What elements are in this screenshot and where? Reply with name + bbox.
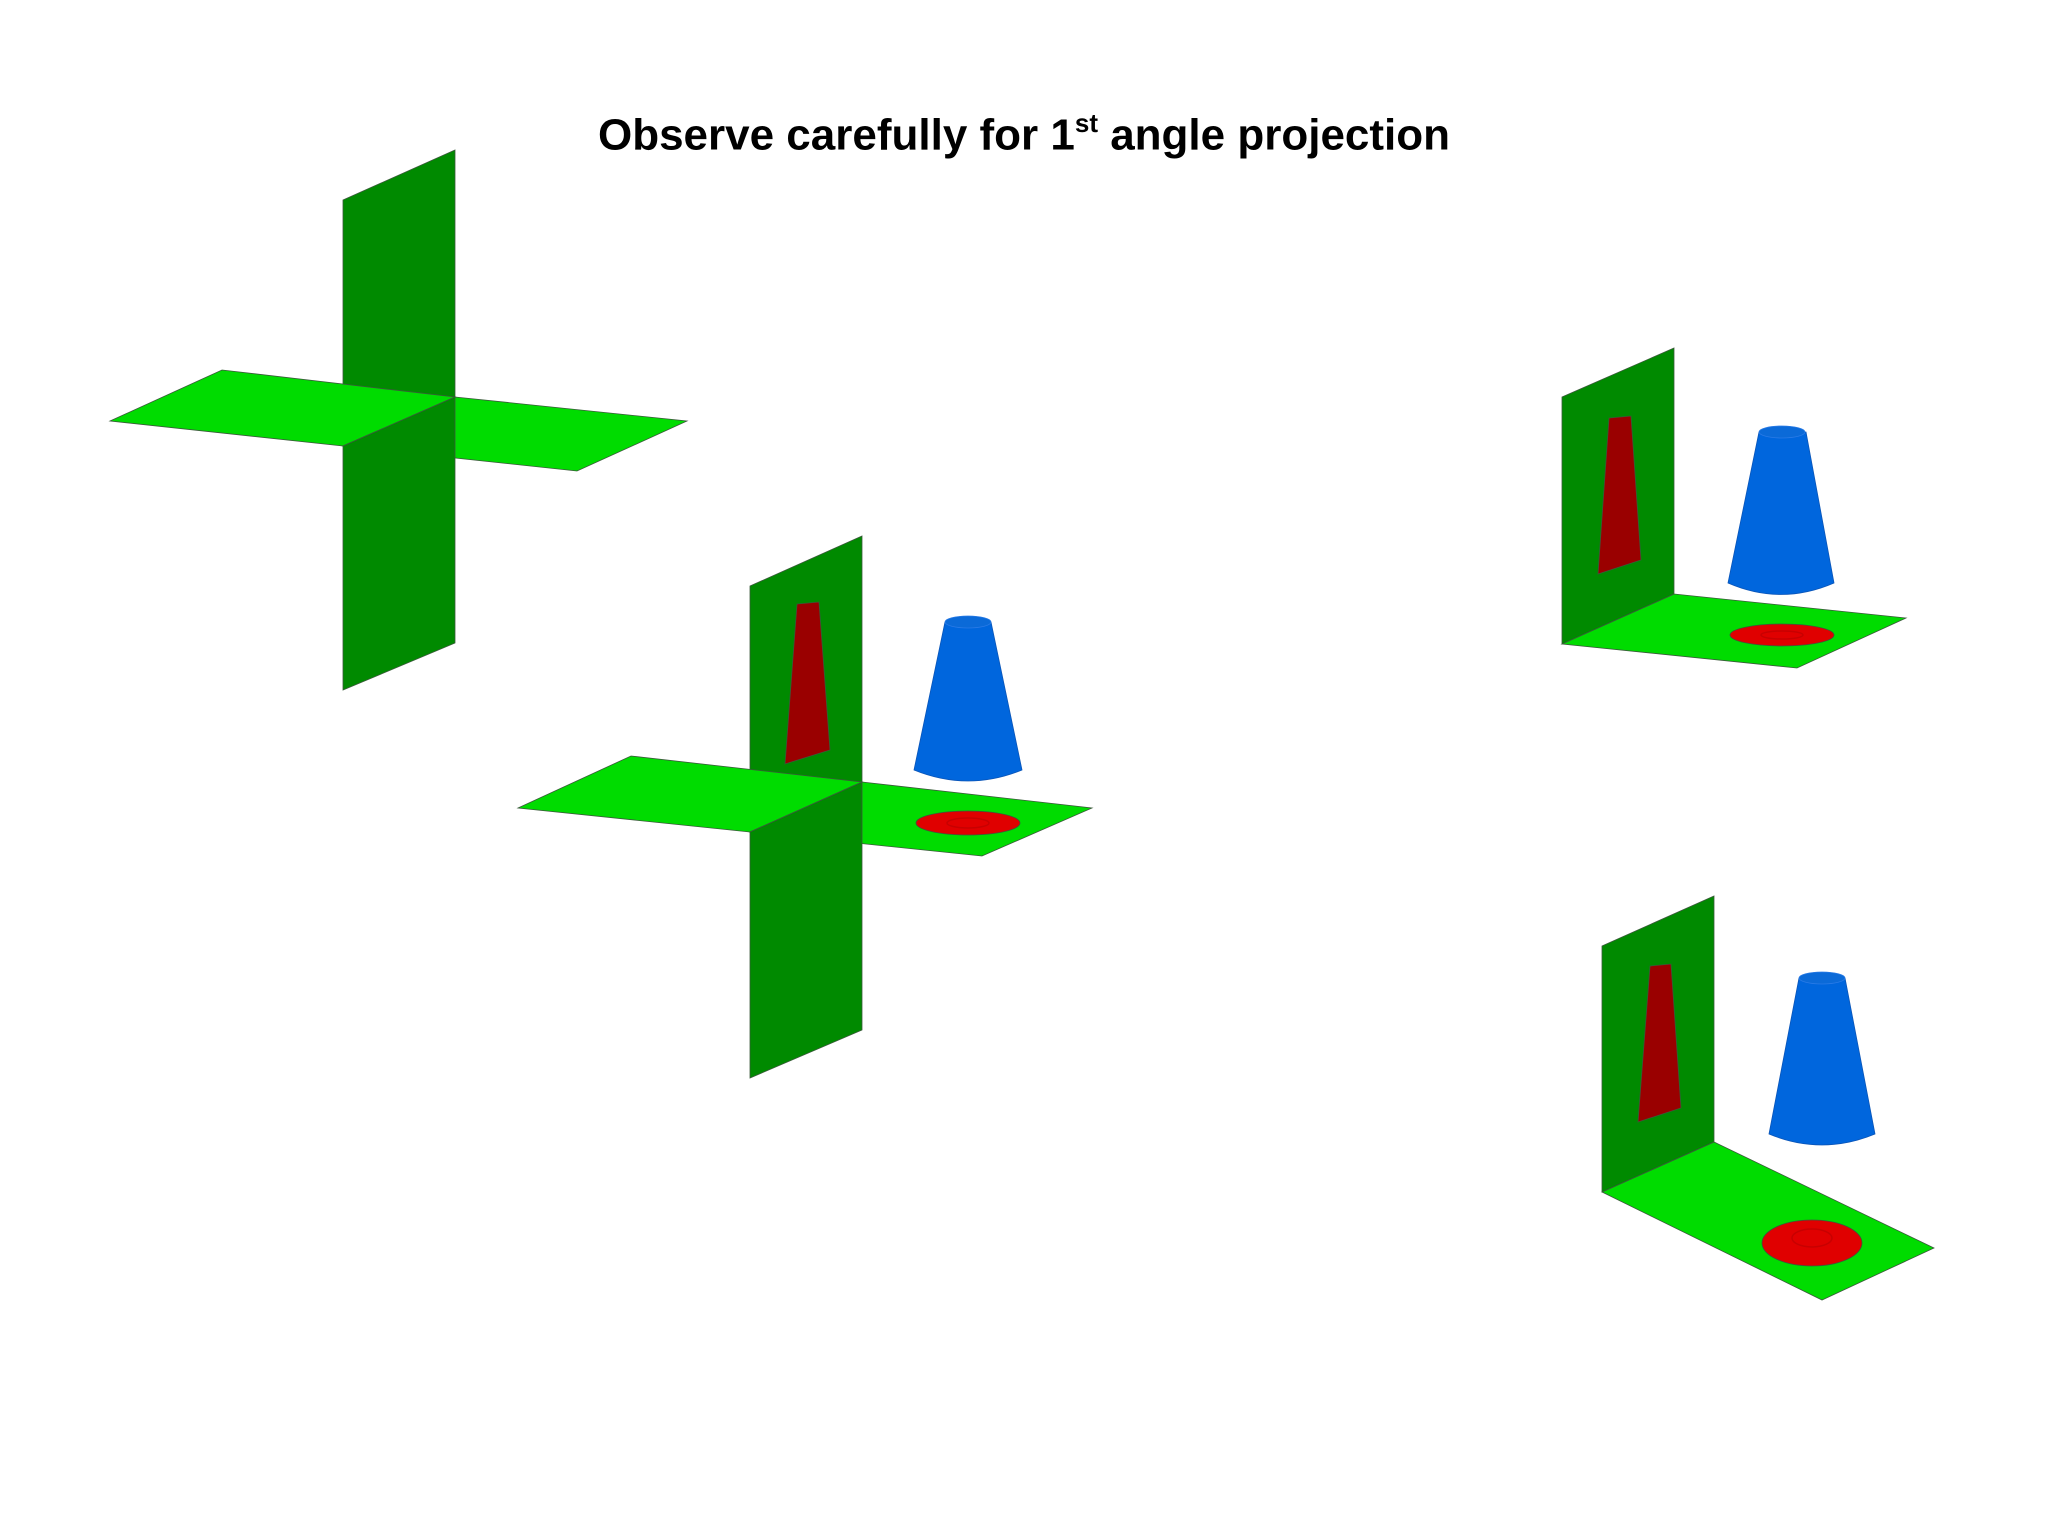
cone-object <box>1768 971 1876 1146</box>
figure-quadrant-opened <box>1601 895 1935 1301</box>
top-view-projection-inner <box>1760 630 1804 640</box>
title-superscript: st <box>1074 108 1098 138</box>
figure-planes-with-cone <box>516 535 1094 1079</box>
front-view-projection <box>1637 963 1682 1123</box>
vertical-plane-lower <box>342 396 456 691</box>
top-view-projection-inner <box>1791 1228 1833 1248</box>
front-view-projection <box>1597 415 1642 575</box>
slide-title: Observe carefully for 1st angle projecti… <box>0 108 2048 161</box>
title-text-end: angle projection <box>1097 110 1451 160</box>
top-view-projection-inner <box>946 817 990 829</box>
vertical-plane-lower <box>749 781 863 1079</box>
cone-object <box>1727 425 1835 595</box>
figure-empty-planes <box>108 149 689 691</box>
front-view-projection <box>784 601 831 765</box>
figure-quadrant-with-cone <box>1560 347 1908 669</box>
cone-object <box>913 615 1023 782</box>
title-text: Observe carefully for 1 <box>597 110 1075 160</box>
